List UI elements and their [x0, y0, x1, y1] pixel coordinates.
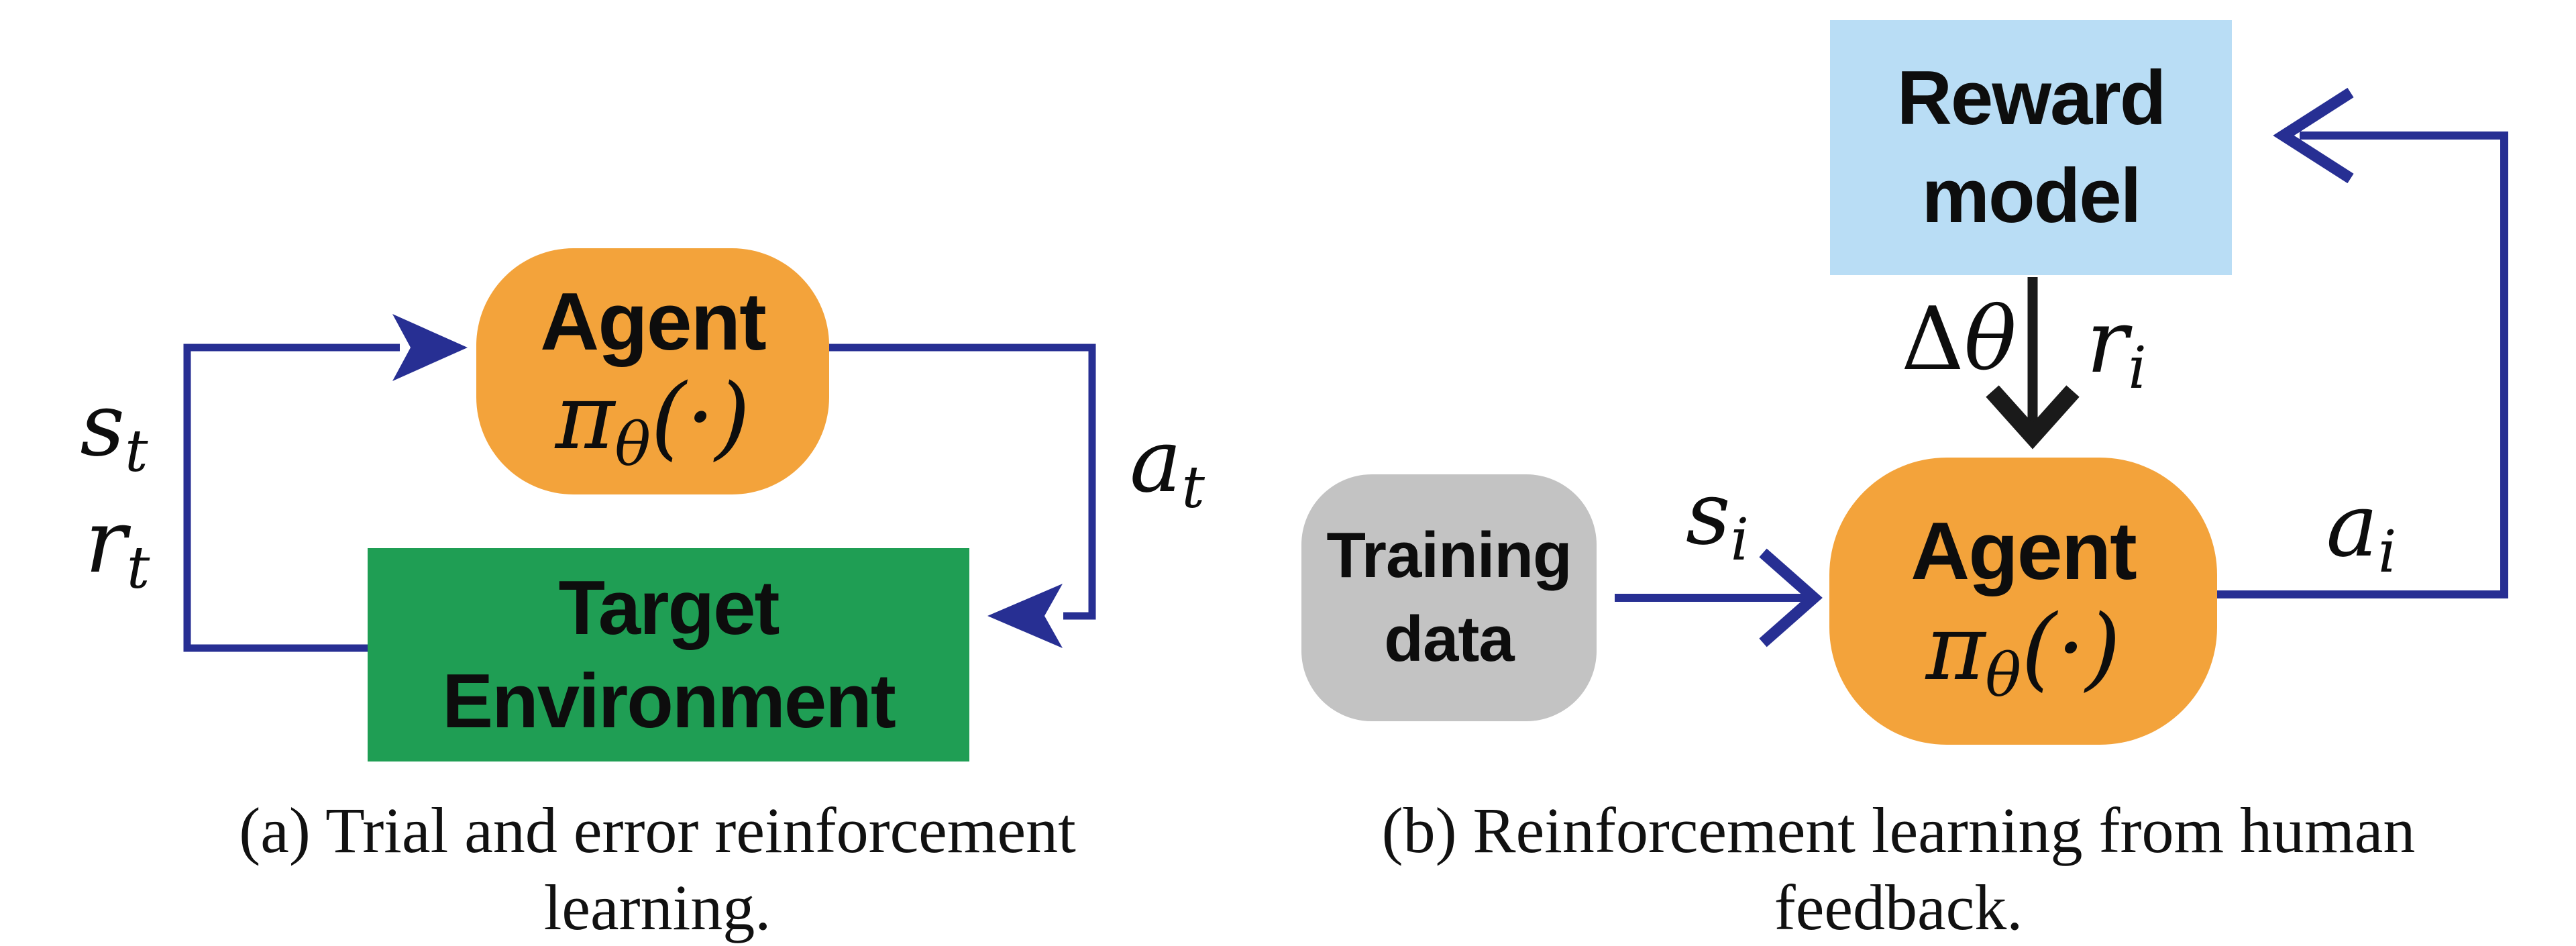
delta-theta-label-b: Δθ	[1878, 295, 2039, 382]
action-subscript-b: i	[2378, 519, 2397, 586]
environment-label-line2: Environment	[442, 659, 896, 744]
caption-panel-b: (b) Reinforcement learning from human fe…	[1381, 794, 2416, 944]
action-loop-line-a	[829, 344, 1096, 620]
policy-formula-b: πθ(·)	[1926, 602, 2121, 705]
arrowhead-into-agent-a	[392, 314, 468, 381]
arrowhead-into-environment-a	[987, 584, 1063, 648]
caption-panel-a: (a) Trial and error reinforcement learni…	[239, 794, 1076, 944]
environment-label-line1: Target	[558, 565, 780, 651]
delta-theta-symbol-b: θ	[1964, 288, 2017, 390]
state-label-b: si	[1650, 470, 1784, 569]
policy-formula-a: πθ(·)	[555, 372, 751, 474]
reward-subscript-b: i	[2128, 335, 2147, 403]
reward-model-label-line2: model	[1921, 154, 2142, 239]
rl-figure-page: { "figure": { "colors": { "agent_orange"…	[54, 20, 2508, 944]
policy-args-a: (·)	[651, 364, 751, 470]
training-data-box: Training data	[1301, 474, 1597, 721]
reward-symbol-a: r	[85, 490, 127, 592]
action-symbol-a: a	[1130, 410, 1182, 512]
target-environment-box: Target Environment	[368, 548, 969, 761]
reward-label-b: ri	[2049, 298, 2184, 397]
training-data-label-line1: Training	[1326, 519, 1572, 592]
state-label-a: st	[54, 381, 174, 480]
agent-box-a: Agent πθ(·)	[476, 248, 829, 494]
state-reward-loop-line-a	[183, 344, 400, 652]
state-subscript-b: i	[1730, 507, 1750, 574]
reward-symbol-b: r	[2086, 291, 2129, 392]
delta-symbol-b: Δ	[1900, 288, 1964, 390]
arrowhead-into-agent-b	[1759, 548, 1823, 647]
state-symbol-b: s	[1685, 462, 1731, 564]
action-subscript-a: t	[1181, 454, 1205, 522]
state-symbol-a: s	[80, 374, 125, 476]
reward-model-label-line1: Reward	[1896, 56, 2167, 142]
action-symbol-b: a	[2326, 474, 2379, 576]
agent-title-a: Agent	[540, 276, 767, 367]
pi-symbol-b: π	[1925, 594, 1986, 700]
reward-subscript-a: t	[126, 535, 150, 602]
update-arrowhead-b	[1986, 385, 2080, 450]
agent-box-b: Agent πθ(·)	[1829, 458, 2217, 745]
reward-label-a: rt	[57, 498, 178, 597]
agent-title-b: Agent	[1911, 505, 2137, 596]
action-label-a: at	[1093, 417, 1241, 517]
theta-subscript-a: θ	[614, 409, 651, 480]
action-label-b: ai	[2288, 482, 2435, 581]
diagram-arrows-layer	[183, 87, 2508, 652]
policy-args-b: (·)	[2021, 594, 2121, 700]
reward-model-box: Reward model	[1830, 20, 2232, 275]
training-data-label-line2: data	[1384, 603, 1514, 675]
arrowhead-into-reward-model-b	[2273, 87, 2354, 184]
theta-subscript-b: θ	[1985, 640, 2022, 711]
pi-symbol-a: π	[555, 364, 615, 470]
action-feedback-line-b	[2217, 132, 2508, 598]
state-subscript-a: t	[125, 418, 148, 486]
